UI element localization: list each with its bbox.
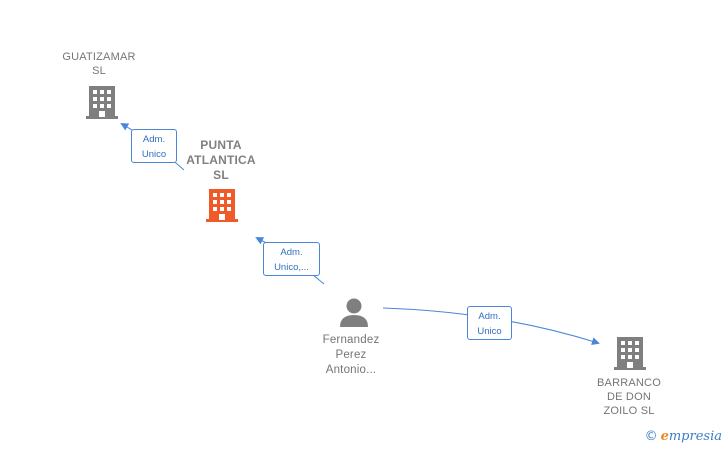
brand-name: mpresia [668,429,722,444]
node-label-line: SL [213,168,229,182]
building-icon[interactable] [206,187,238,223]
node-label-line: GUATIZAMAR [62,51,136,63]
node-label-line: DE DON [607,391,651,403]
edge-label-line: Unico,... [274,262,309,273]
edge-label-line: Unico [141,149,167,160]
empresia-logo: ©empresia [645,429,722,444]
edge-label-line: Unico [477,326,502,337]
node-label-punta-atlantica[interactable]: PUNTA ATLANTICA SL [176,138,266,183]
edge-label-adm-unico[interactable]: Adm. Unico [467,306,512,340]
person-icon[interactable] [338,297,370,327]
node-label-line: Fernandez [322,334,380,346]
node-label-line: ZOILO SL [603,405,655,417]
node-label-line: Antonio... [325,364,377,376]
node-label-line: SL [92,65,106,77]
node-label-line: PUNTA [200,138,242,152]
node-label-line: ATLANTICA [186,153,256,167]
building-icon[interactable] [614,335,646,371]
edge-label-line: Adm. [142,134,166,145]
node-label-fernandez[interactable]: Fernandez Perez Antonio... [306,333,396,378]
node-label-line: Perez [335,349,367,361]
edge-label-adm-unico[interactable]: Adm. Unico [131,129,177,163]
building-icon[interactable] [86,84,118,120]
edge-label-line: Adm. [280,247,303,258]
edge-label-line: Adm. [478,311,501,322]
node-label-barranco[interactable]: BARRANCO DE DON ZOILO SL [584,376,674,418]
edge-label-adm-unico-more[interactable]: Adm. Unico,... [263,242,320,276]
node-label-guatizamar[interactable]: GUATIZAMAR SL [54,50,144,78]
copyright-symbol: © [644,429,658,444]
node-label-line: BARRANCO [597,377,661,389]
brand-initial: e [660,429,669,444]
